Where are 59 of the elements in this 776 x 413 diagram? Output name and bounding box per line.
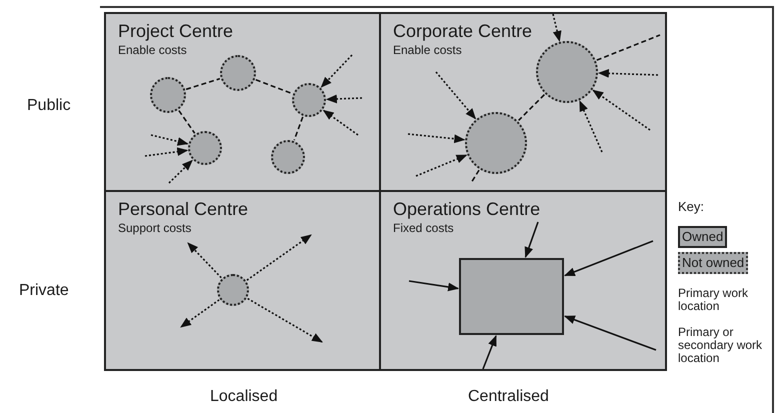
quadrant-title: Corporate Centre: [393, 21, 532, 42]
arrow: [564, 240, 654, 276]
legend-note: Primary work location: [678, 287, 750, 314]
legend-note: Primary or secondary work location: [678, 326, 764, 366]
location-circle: [220, 55, 256, 91]
arrow: [180, 299, 220, 328]
legend-text: Owned: [682, 229, 724, 244]
location-circle: [292, 83, 326, 117]
quadrant-title: Operations Centre: [393, 199, 540, 220]
quadrant-panel: [104, 190, 381, 371]
arrow: [246, 234, 312, 281]
legend-text: Not owned: [682, 255, 744, 270]
quadrant-subtitle: Support costs: [118, 221, 192, 235]
axis-label: Private: [19, 282, 69, 300]
connector-line: [518, 94, 545, 121]
connector-line: [596, 34, 660, 61]
arrow: [150, 134, 189, 146]
arrow: [592, 90, 650, 131]
quadrant-subtitle: Enable costs: [393, 43, 462, 57]
key-heading: Key:: [678, 199, 704, 214]
axis-label: Public: [27, 97, 71, 115]
arrow: [552, 14, 562, 42]
connector-line: [178, 110, 196, 134]
arrow: [579, 100, 603, 152]
connector-line: [186, 78, 220, 90]
location-circle: [465, 112, 527, 174]
arrow: [322, 110, 358, 136]
quadrant-title: Project Centre: [118, 21, 234, 42]
connector-line: [293, 116, 304, 140]
location-circle: [150, 77, 186, 113]
quadrant-subtitle: Fixed costs: [393, 221, 454, 235]
arrow: [408, 133, 466, 144]
arrow: [320, 54, 353, 88]
arrow: [598, 68, 658, 78]
arrow: [564, 316, 656, 351]
location-circle: [188, 131, 222, 165]
arrow: [168, 160, 193, 184]
quadrant-panel: [104, 12, 381, 192]
arrow: [187, 242, 222, 278]
arrow: [144, 147, 188, 157]
quadrant-title: Personal Centre: [118, 199, 248, 220]
arrow: [247, 298, 323, 343]
location-rectangle: [459, 258, 564, 335]
axis-label: Localised: [210, 388, 278, 406]
location-circle: [271, 140, 305, 174]
location-circle: [536, 41, 598, 103]
connector-line: [255, 79, 292, 94]
quadrant-panel: [379, 190, 667, 371]
arrow: [326, 94, 362, 104]
axis-label: Centralised: [468, 388, 549, 406]
connector-line: [470, 170, 480, 184]
arrow: [435, 71, 476, 120]
quadrant-panel: [379, 12, 667, 192]
arrow: [482, 334, 497, 370]
arrow: [524, 222, 539, 258]
arrow: [408, 280, 460, 292]
quadrant-subtitle: Enable costs: [118, 43, 187, 57]
arrow: [416, 154, 468, 177]
location-circle: [217, 274, 249, 306]
